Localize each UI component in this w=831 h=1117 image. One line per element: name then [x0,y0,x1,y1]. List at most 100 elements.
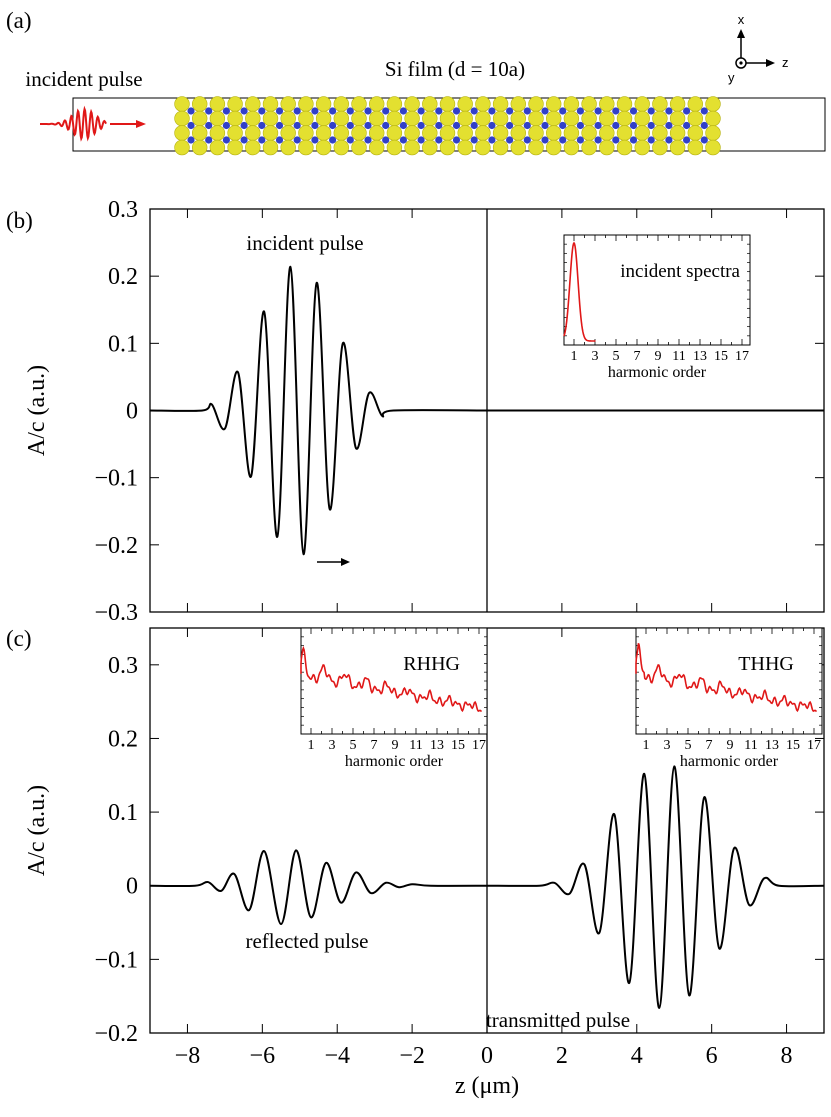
panel-label-b: (b) [6,208,33,233]
si-atom [439,96,456,112]
bond-atom [417,107,425,115]
si-atom [227,125,243,141]
si-atom [616,96,633,112]
si-atom [315,110,332,127]
inset-x-tick-label: 13 [693,349,707,364]
si-atom [404,139,420,156]
bond-atom [364,136,372,144]
si-atom [563,96,580,112]
si-atom [439,139,456,156]
inset-x-tick-label: 5 [613,349,620,364]
pulse-series-0 [149,265,488,556]
bond-atom [559,136,567,144]
si-atom [245,110,261,127]
si-atom [262,125,279,141]
si-atom [351,125,367,141]
pulse-series-1 [486,765,825,1009]
y-tick-label: 0.1 [108,800,138,826]
si-atom [545,139,562,156]
x-tick-label: −4 [324,1043,350,1069]
si-atom [457,139,473,156]
bond-atom [612,121,620,130]
x-tick-label: 0 [481,1043,493,1069]
bond-atom [647,121,655,130]
x-axis-label: z (μm) [455,1073,519,1099]
annotation-reflected-pulse: reflected pulse [245,929,368,953]
inset-x-tick-label: 7 [634,349,641,364]
si-atom [280,96,296,112]
si-atom [245,125,261,141]
bond-atom [275,107,284,115]
si-atom [209,110,226,127]
si-atom [439,110,456,127]
y-tick-label: −0.2 [94,533,138,559]
si-atom [669,110,686,127]
inset-x-tick-label: 15 [714,349,728,364]
si-atom [192,125,208,141]
inset-x-tick-label: 15 [451,738,465,753]
bond-atom [435,121,443,130]
incident-label-a: incident pulse [25,67,142,91]
si-atom [616,139,633,156]
si-atom [510,125,526,141]
y-axis-label: A/c (a.u.) [24,365,50,456]
inset-x-tick-label: 13 [765,738,779,753]
bond-atom [576,107,585,115]
si-atom [581,125,597,141]
bond-atom [506,107,514,115]
bond-atom [506,136,514,144]
inset-x-tick-label: 9 [727,738,734,753]
si-atom [599,139,615,156]
bond-atom [612,136,620,144]
si-atom [315,96,332,112]
inset-x-tick-label: 11 [744,738,757,753]
si-atom [599,125,615,141]
y-tick-label: 0.3 [108,653,138,679]
inset-x-tick-label: 7 [371,738,378,753]
film-label: Si film (d = 10a) [385,57,525,81]
si-atom [563,110,580,127]
inset-x-tick-label: 15 [786,738,800,753]
x-tick-label: 8 [781,1043,793,1069]
si-atom [475,125,491,141]
bond-atom [629,136,638,144]
y-tick-label: −0.1 [94,466,138,492]
si-atom [422,125,438,141]
si-atom [192,96,208,112]
bond-atom [506,121,514,130]
bond-atom [629,107,638,115]
bond-atom [205,107,213,115]
si-atom [333,125,349,141]
bond-atom [594,136,602,144]
x-tick-label: 6 [706,1043,718,1069]
si-atom [422,110,438,127]
si-atom [581,139,597,156]
direction-arrow-head [341,558,350,566]
si-atom [369,110,385,127]
bond-atom [647,136,655,144]
inset-spectrum-curve [300,645,483,713]
bond-atom [700,107,708,115]
si-atom [528,125,544,141]
si-atom [563,139,580,156]
bond-atom [594,121,602,130]
bond-atom [488,107,496,115]
inset-x-tick-label: 13 [430,738,444,753]
inset-x-tick-label: 9 [655,349,662,364]
si-atom [581,110,597,127]
bond-atom [399,107,407,115]
inset-x-tick-label: 5 [350,738,357,753]
si-atom [687,139,703,156]
si-atom [174,139,190,156]
si-atom [369,139,385,156]
si-atom [280,110,296,127]
inset-x-tick-label: 1 [643,738,650,753]
si-atom [528,96,544,112]
axis-z-label: z [782,55,789,70]
bond-atom [541,136,549,144]
si-atom [192,110,208,127]
bond-atom [311,107,319,115]
si-atom [510,110,526,127]
si-atom [174,125,190,141]
